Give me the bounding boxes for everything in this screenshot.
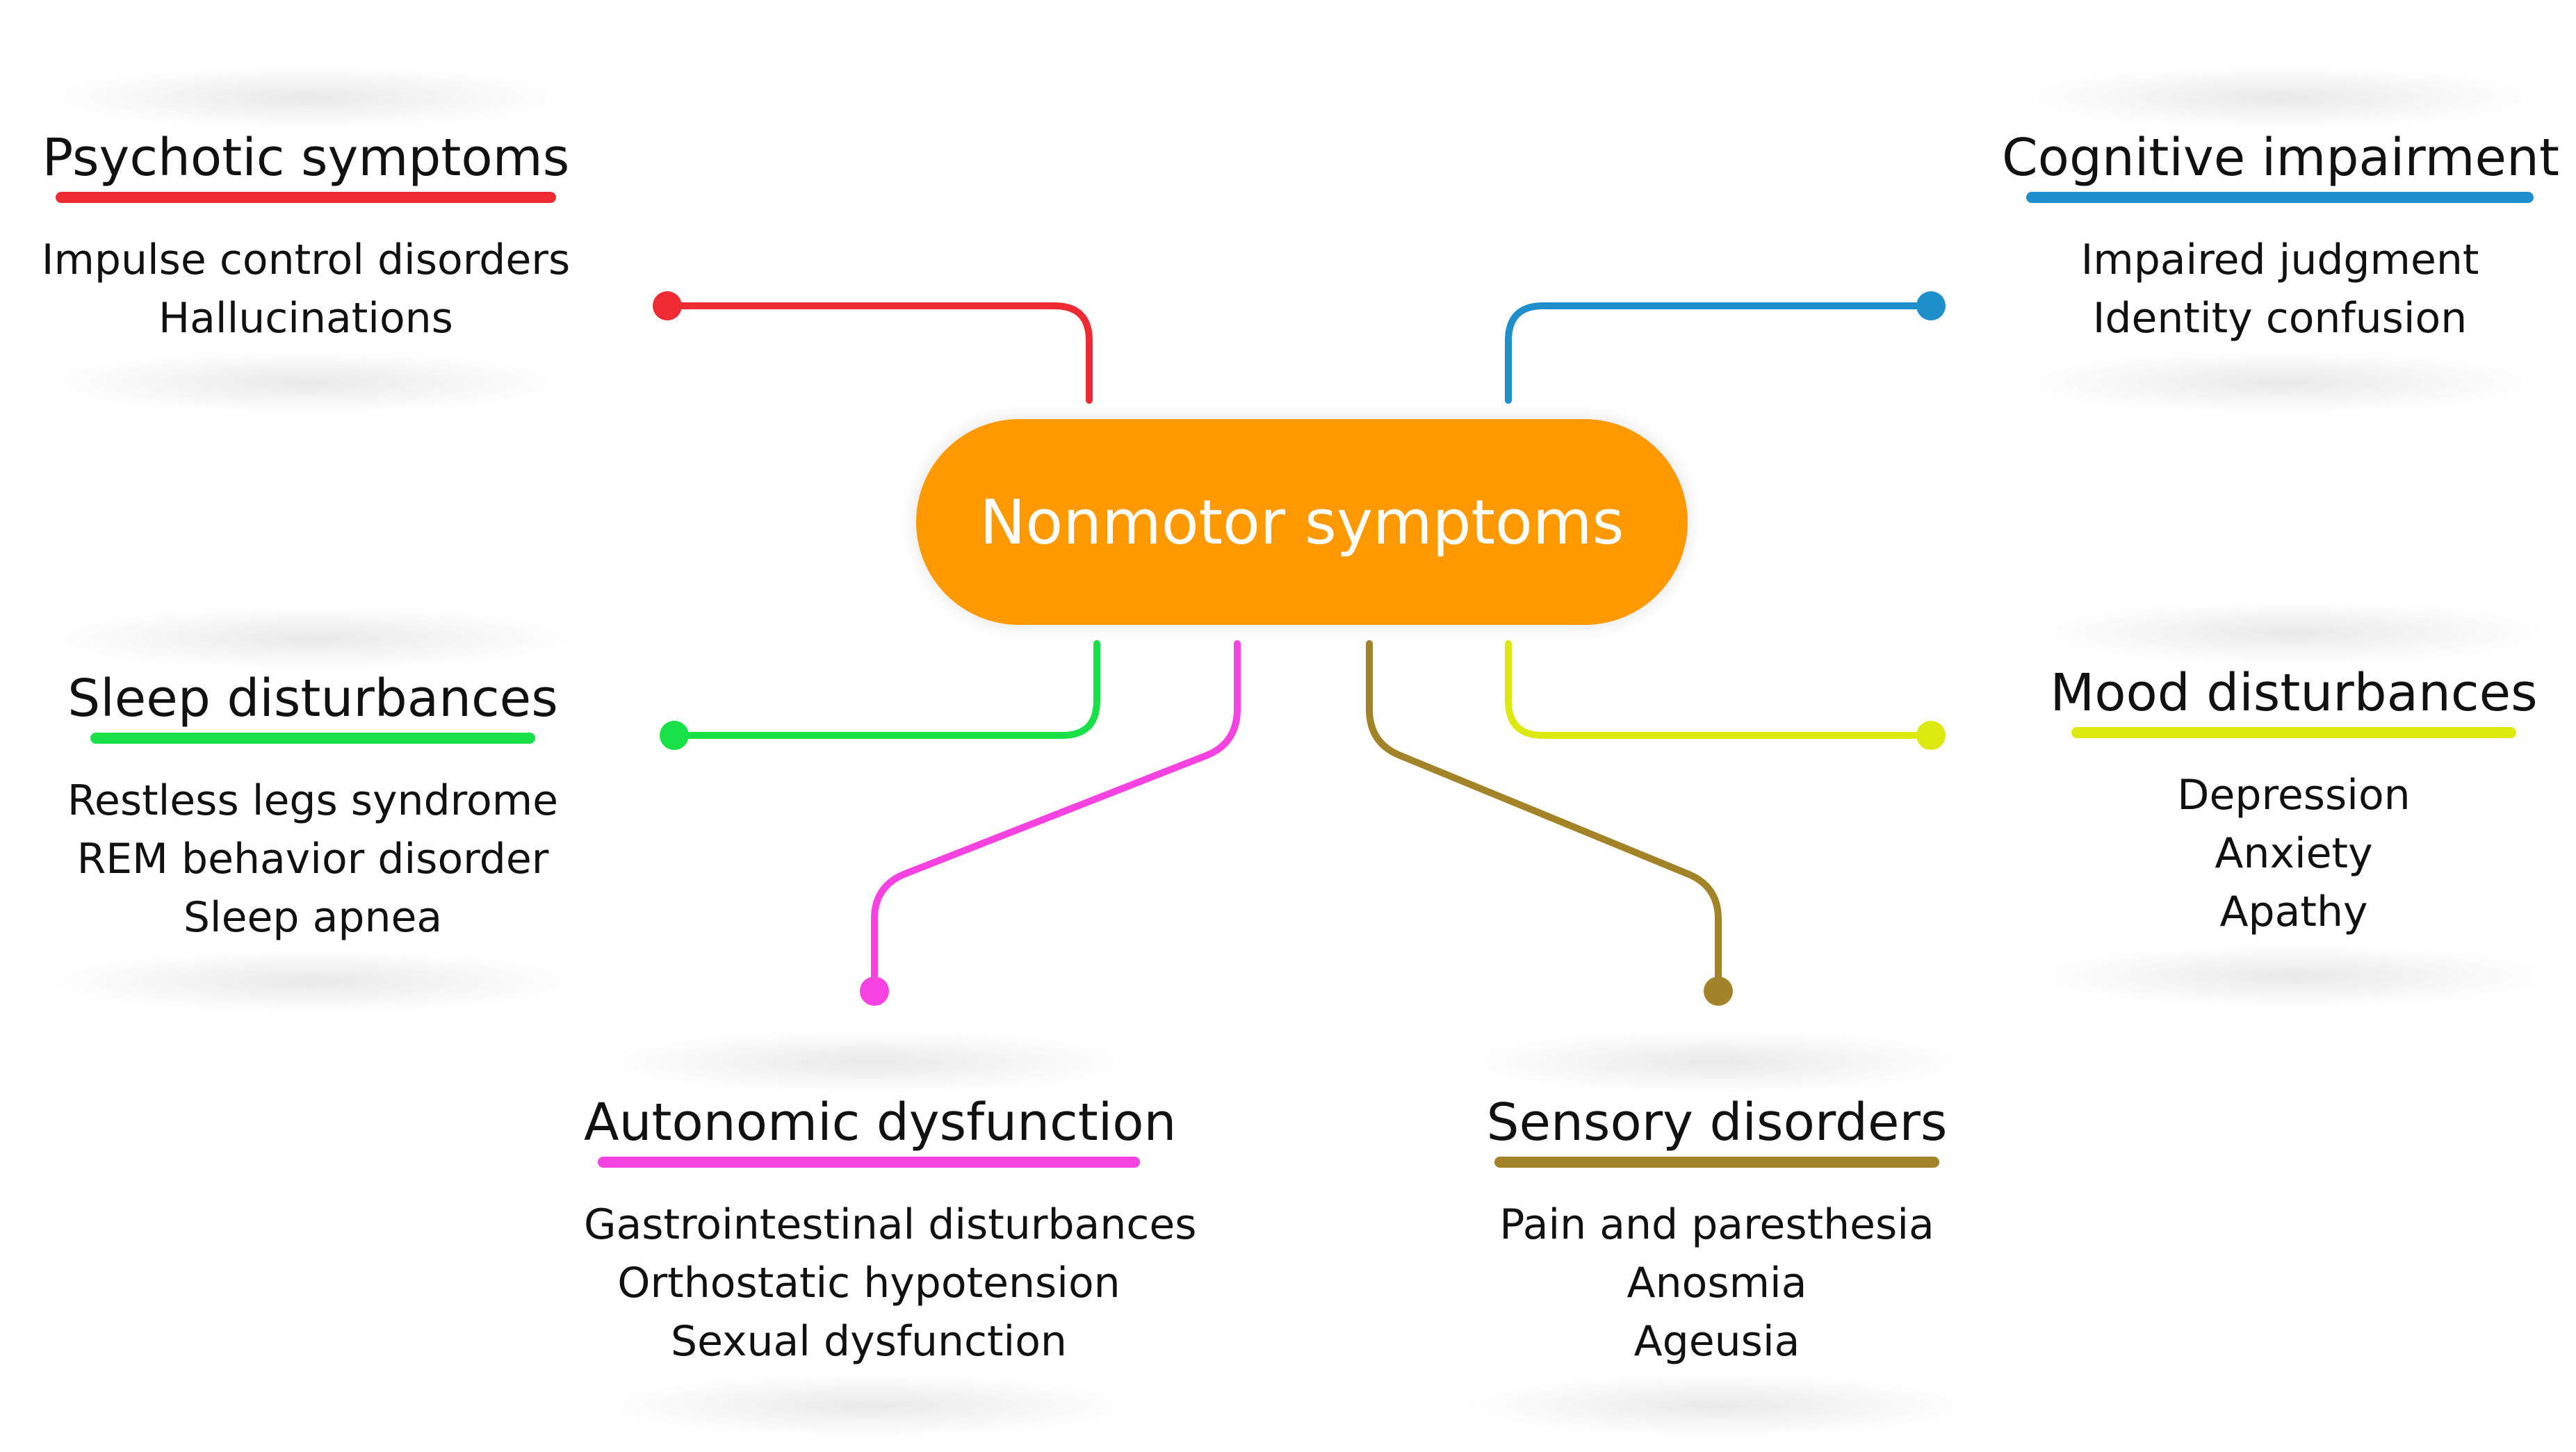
connector-sensory: [1366, 640, 1722, 995]
category-item: Gastrointestinal disturbances: [584, 1200, 1197, 1249]
category-item: Restless legs syndrome: [67, 776, 559, 825]
category-item: Sexual dysfunction: [671, 1317, 1067, 1366]
connector-autonomic: [871, 640, 1241, 995]
category-sensory-disorders: Sensory disorders Pain and paresthesia A…: [1446, 1031, 1988, 1437]
category-item: Impaired judgment: [2080, 236, 2479, 284]
connector-cognitive: [1505, 302, 1934, 404]
category-title: Sensory disorders: [1486, 1093, 1948, 1152]
category-underline: [2026, 192, 2534, 203]
category-item-list: Depression Anxiety Apathy: [2016, 766, 2572, 941]
connector-dot-sensory: [1704, 977, 1733, 1006]
category-item: Orthostatic hypotension: [617, 1259, 1120, 1307]
connector-sleep: [671, 640, 1100, 739]
category-title: Mood disturbances: [2050, 663, 2538, 723]
category-item: Ageusia: [1633, 1317, 1800, 1366]
category-psychotic-symptoms: Psychotic symptoms Impulse control disor…: [28, 66, 584, 414]
connector-dot-sleep: [660, 721, 689, 750]
category-item: Identity confusion: [2092, 294, 2468, 343]
category-item: Depression: [2177, 771, 2411, 819]
category-underline: [1494, 1157, 1939, 1168]
category-item: Anosmia: [1627, 1259, 1807, 1307]
connector-dot-cognitive: [1916, 291, 1946, 320]
center-label: Nonmotor symptoms: [979, 486, 1624, 558]
connector-dot-autonomic: [860, 977, 889, 1006]
category-item-list: Impulse control disorders Hallucinations: [28, 231, 584, 348]
category-item: Sleep apnea: [183, 893, 443, 942]
category-title: Cognitive impairment: [2002, 128, 2559, 188]
category-item: Apathy: [2219, 888, 2368, 936]
connector-dot-psychotic: [653, 291, 682, 320]
category-cognitive-impairment: Cognitive impairment Impaired judgment I…: [2002, 66, 2559, 414]
category-autonomic-dysfunction: Autonomic dysfunction Gastrointestinal d…: [584, 1031, 1197, 1437]
connector-mood: [1505, 640, 1934, 739]
category-title: Psychotic symptoms: [42, 128, 570, 188]
category-item-list: Impaired judgment Identity confusion: [2002, 231, 2558, 348]
category-underline: [598, 1157, 1140, 1168]
category-underline: [56, 192, 556, 203]
category-item: Pain and paresthesia: [1499, 1200, 1934, 1249]
category-item-list: Restless legs syndrome REM behavior diso…: [28, 772, 598, 947]
connector-dot-mood: [1916, 721, 1946, 750]
category-title: Autonomic dysfunction: [584, 1093, 1177, 1152]
category-item: Anxiety: [2215, 829, 2373, 878]
connector-psychotic: [664, 302, 1093, 404]
category-underline: [90, 733, 535, 744]
category-underline: [2071, 727, 2516, 738]
category-item: Impulse control disorders: [41, 236, 571, 284]
category-mood-disturbances: Mood disturbances Depression Anxiety Apa…: [2016, 601, 2572, 1007]
category-item: REM behavior disorder: [76, 835, 549, 883]
category-item: Hallucinations: [158, 294, 453, 343]
center-node: Nonmotor symptoms: [916, 419, 1688, 625]
category-title: Sleep disturbances: [67, 669, 558, 728]
category-sleep-disturbances: Sleep disturbances Restless legs syndrom…: [28, 607, 598, 1013]
category-item-list: Gastrointestinal disturbances Orthostati…: [584, 1196, 1197, 1371]
category-item-list: Pain and paresthesia Anosmia Ageusia: [1446, 1196, 1988, 1371]
